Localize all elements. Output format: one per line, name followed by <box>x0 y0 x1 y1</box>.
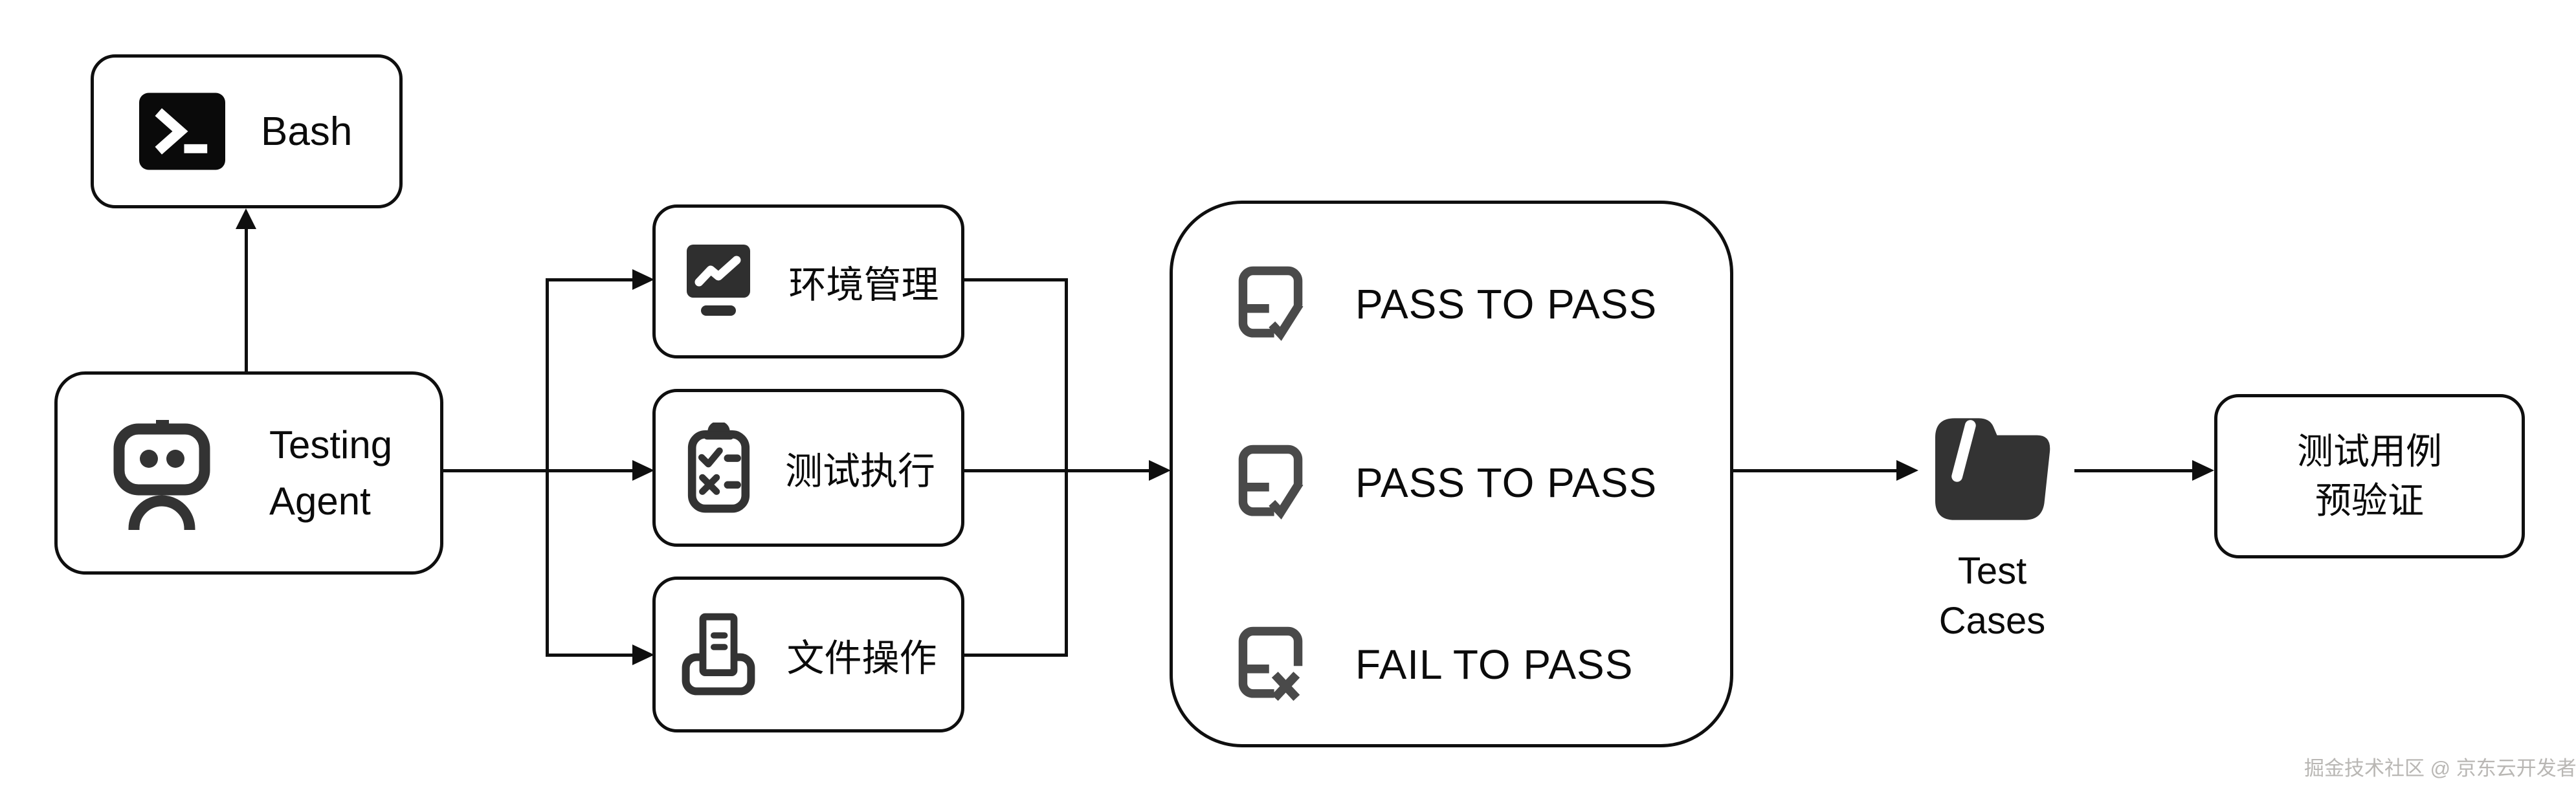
connector-branch-file <box>547 654 632 657</box>
watermark-text: 掘金技术社区 @ 京东云开发者 <box>2304 757 2576 780</box>
connector-agent-branch <box>443 469 632 472</box>
testing-agent-label: Testing Agent <box>269 417 392 529</box>
arrowhead-env <box>632 269 654 290</box>
pre-validation-label-line2: 预验证 <box>2315 480 2424 521</box>
file-operations-node: 文件操作 <box>652 577 964 732</box>
branch-vertical-line <box>546 278 549 657</box>
testing-agent-label-line1: Testing <box>269 423 393 467</box>
file-check-icon <box>1238 445 1304 520</box>
document-tray-icon <box>682 613 755 695</box>
pre-validation-label: 测试用例 预验证 <box>2297 427 2442 525</box>
arrowhead-exec <box>632 460 654 481</box>
arrowhead-testcases <box>1896 460 1918 481</box>
test-cases-label: Test Cases <box>1863 547 2122 646</box>
testing-agent-label-line2: Agent <box>269 479 371 523</box>
monitor-chart-icon <box>687 245 751 316</box>
result-label: PASS TO PASS <box>1355 459 1658 506</box>
arrow-up-to-bash <box>236 208 256 229</box>
test-execution-label: 测试执行 <box>784 450 935 492</box>
arrowhead-final <box>2192 460 2214 481</box>
result-label: PASS TO PASS <box>1355 281 1658 327</box>
robot-icon <box>113 420 210 530</box>
result-label: FAIL TO PASS <box>1355 641 1634 688</box>
env-management-node: 环境管理 <box>652 204 964 358</box>
bash-node: Bash <box>91 54 403 208</box>
connector-collector-results <box>1068 469 1149 472</box>
result-row: FAIL TO PASS <box>1234 616 1704 713</box>
test-cases-label-line1: Test <box>1957 550 2027 592</box>
test-results-box: PASS TO PASS PASS TO PASS FAIL TO PASS <box>1170 201 1733 747</box>
file-x-icon <box>1238 626 1303 701</box>
test-execution-node: 测试执行 <box>652 389 964 547</box>
pre-validation-node: 测试用例 预验证 <box>2214 394 2525 558</box>
stub-exec-collector <box>964 469 1067 472</box>
result-row: PASS TO PASS <box>1234 256 1704 353</box>
env-management-label: 环境管理 <box>788 264 939 306</box>
pre-validation-label-line1: 测试用例 <box>2297 431 2442 472</box>
stub-file-collector <box>964 654 1067 657</box>
arrowhead-results <box>1149 460 1171 481</box>
connector-results-testcases <box>1733 469 1896 472</box>
test-cases-node <box>1926 406 2059 532</box>
connector-agent-bash <box>245 228 248 371</box>
collector-vertical-line <box>1065 278 1068 657</box>
clipboard-checklist-icon <box>687 423 750 513</box>
bash-label: Bash <box>261 109 353 154</box>
test-cases-label-line2: Cases <box>1938 599 2046 642</box>
folder-icon <box>1935 418 2050 520</box>
connector-branch-env <box>547 278 632 281</box>
connector-testcases-final <box>2074 469 2192 472</box>
stub-env-collector <box>964 278 1067 281</box>
arrowhead-file <box>632 644 654 665</box>
file-check-icon <box>1238 266 1304 341</box>
testing-agent-node: Testing Agent <box>54 371 443 575</box>
terminal-icon <box>139 93 225 170</box>
result-row: PASS TO PASS <box>1234 434 1704 531</box>
file-operations-label: 文件操作 <box>786 637 937 679</box>
